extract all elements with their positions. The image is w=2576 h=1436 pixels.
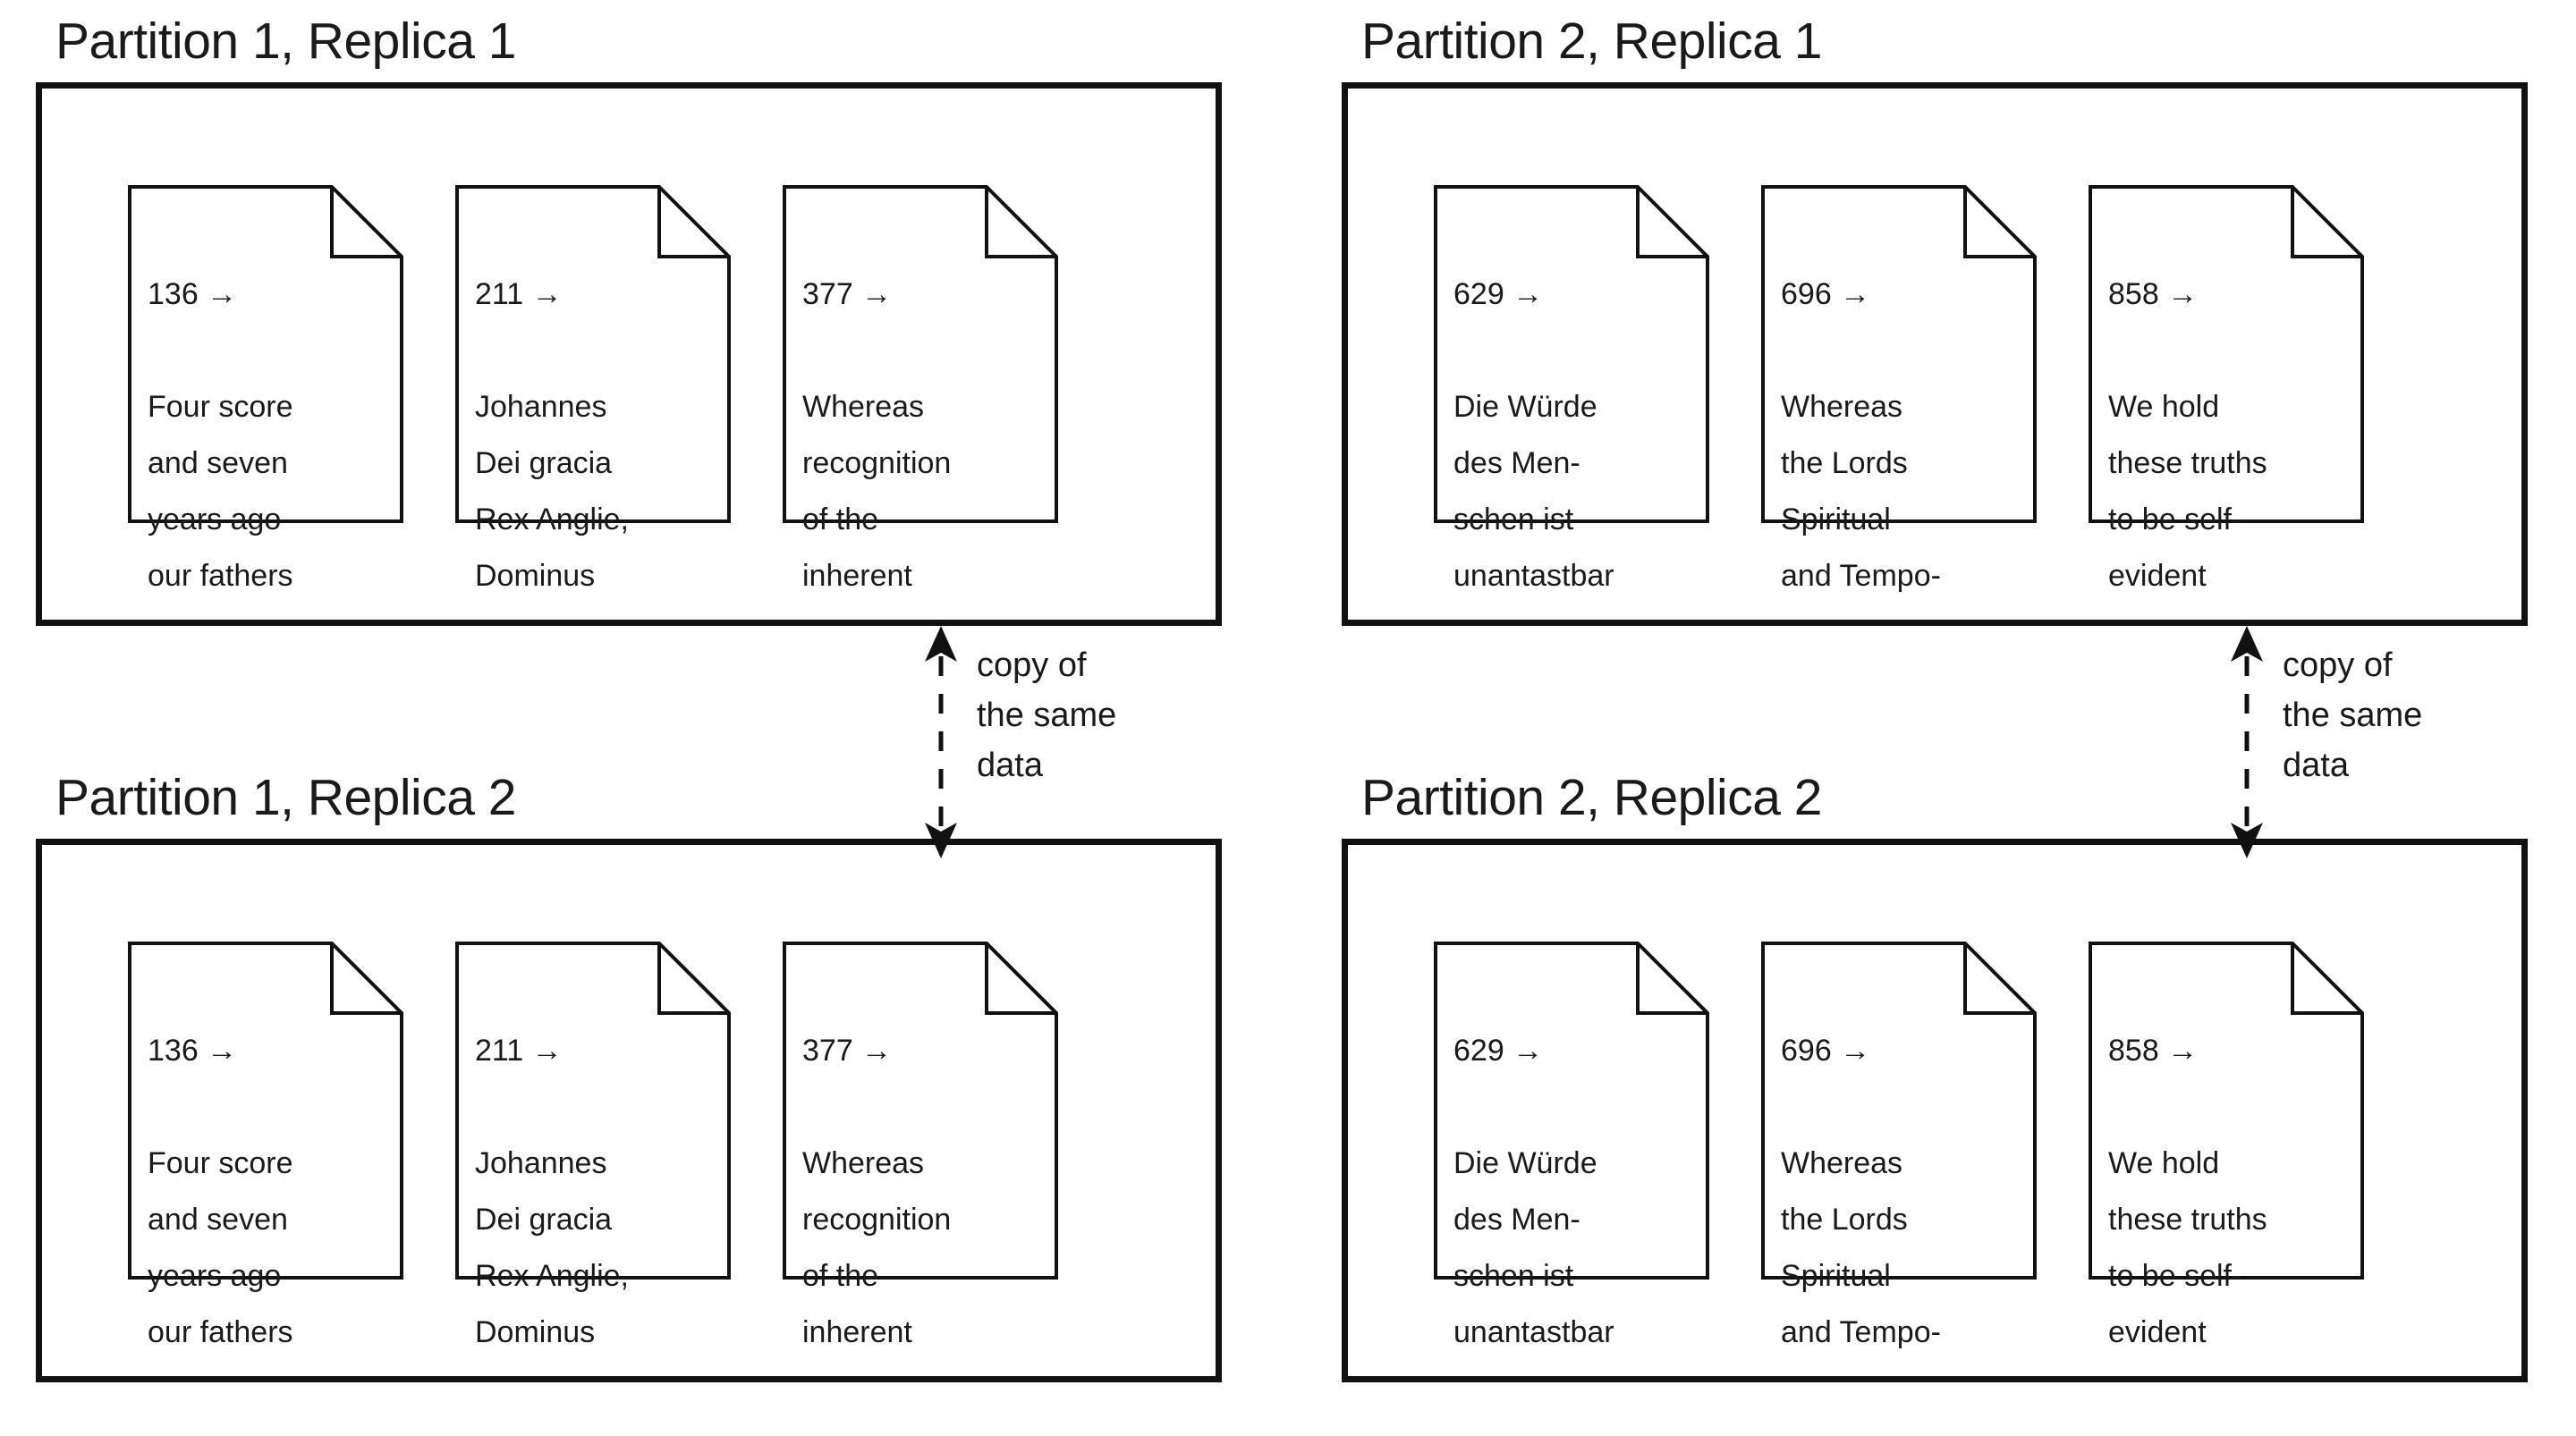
document-text: 858 → We hold these truths to be self- e… (2108, 210, 2357, 661)
document-text: 629 → Die Würde des Men- schen ist unant… (1453, 210, 1702, 661)
document-page-icon (2089, 185, 2364, 523)
document-body: We hold these truths to be self- evident (2108, 1146, 2267, 1349)
document-text: 696 → Whereas the Lords Spiritual and Te… (1781, 210, 2029, 661)
document-list: 629 → Die Würde des Men- schen ist unant… (1348, 845, 2521, 1376)
partition-title: Partition 2, Replica 1 (1361, 12, 1822, 70)
document-text: 377 → Whereas recognition of the inheren… (802, 210, 1051, 661)
replication-label: copy of the same data (977, 646, 1117, 784)
document-card[interactable]: 211 → Johannes Dei gracia Rex Anglie, Do… (455, 185, 731, 593)
replication-label: copy of the same data (2283, 646, 2423, 784)
document-page-icon (783, 185, 1058, 523)
document-page-icon (455, 185, 731, 523)
document-page-icon (1434, 185, 1709, 523)
document-text: 211 → Johannes Dei gracia Rex Anglie, Do… (475, 967, 724, 1417)
document-text: 211 → Johannes Dei gracia Rex Anglie, Do… (475, 210, 724, 661)
document-text: 377 → Whereas recognition of the inheren… (802, 967, 1051, 1417)
document-text: 696 → Whereas the Lords Spiritual and Te… (1781, 967, 2029, 1417)
document-page-icon (1434, 942, 1709, 1280)
document-key: 858 → (2108, 277, 2199, 311)
document-body: We hold these truths to be self- evident (2108, 390, 2267, 593)
partition-title: Partition 1, Replica 2 (55, 768, 516, 826)
document-card[interactable]: 211 → Johannes Dei gracia Rex Anglie, Do… (455, 942, 731, 1349)
document-card[interactable]: 629 → Die Würde des Men- schen ist unant… (1434, 942, 1709, 1349)
document-key: 211 → (475, 1034, 563, 1068)
document-page-icon (783, 942, 1058, 1280)
document-body: Four score and seven years ago our fathe… (148, 390, 293, 593)
document-body: Four score and seven years ago our fathe… (148, 1146, 293, 1349)
document-body: Whereas recognition of the inherent (802, 390, 952, 593)
partition-group-2-replica-1: Partition 2, Replica 1 629 → Die Würde d… (1342, 0, 2576, 680)
document-body: Whereas the Lords Spiritual and Tempo- (1781, 390, 1941, 593)
document-page-icon (128, 185, 403, 523)
document-card[interactable]: 377 → Whereas recognition of the inheren… (783, 942, 1058, 1349)
document-key: 629 → (1453, 277, 1544, 311)
document-key: 377 → (802, 277, 893, 311)
document-key: 211 → (475, 277, 563, 311)
document-card[interactable]: 136 → Four score and seven years ago our… (128, 185, 403, 593)
document-list: 629 → Die Würde des Men- schen ist unant… (1348, 89, 2521, 620)
document-body: Die Würde des Men- schen ist unantastbar (1453, 1146, 1614, 1349)
document-text: 136 → Four score and seven years ago our… (148, 210, 396, 661)
partition-box: 136 → Four score and seven years ago our… (36, 82, 1222, 626)
document-key: 858 → (2108, 1034, 2199, 1068)
partition-group-2-replica-2: Partition 2, Replica 2 629 → Die Würde d… (1342, 756, 2576, 1436)
document-card[interactable]: 858 → We hold these truths to be self- e… (2089, 942, 2364, 1349)
partition-group-1-replica-1: Partition 1, Replica 1 136 → Four score … (36, 0, 1279, 680)
document-body: Whereas recognition of the inherent (802, 1146, 952, 1349)
document-card[interactable]: 696 → Whereas the Lords Spiritual and Te… (1761, 942, 2037, 1349)
document-body: Die Würde des Men- schen ist unantastbar (1453, 390, 1614, 593)
document-list: 136 → Four score and seven years ago our… (42, 89, 1216, 620)
document-card[interactable]: 696 → Whereas the Lords Spiritual and Te… (1761, 185, 2037, 593)
replication-link-partition-1: copy of the same data (921, 626, 1297, 885)
document-page-icon (128, 942, 403, 1280)
document-body: Johannes Dei gracia Rex Anglie, Dominus (475, 390, 629, 593)
partition-group-1-replica-2: Partition 1, Replica 2 136 → Four score … (36, 756, 1279, 1436)
document-key: 136 → (148, 277, 238, 311)
document-card[interactable]: 858 → We hold these truths to be self- e… (2089, 185, 2364, 593)
document-page-icon (1761, 942, 2037, 1280)
document-text: 629 → Die Würde des Men- schen ist unant… (1453, 967, 1702, 1417)
document-key: 696 → (1781, 277, 1871, 311)
replication-double-arrow-icon (925, 626, 957, 858)
document-card[interactable]: 629 → Die Würde des Men- schen ist unant… (1434, 185, 1709, 593)
document-body: Whereas the Lords Spiritual and Tempo- (1781, 1146, 1941, 1349)
document-page-icon (1761, 185, 2037, 523)
partition-box: 136 → Four score and seven years ago our… (36, 839, 1222, 1382)
document-key: 696 → (1781, 1034, 1871, 1068)
partition-box: 629 → Die Würde des Men- schen ist unant… (1342, 839, 2528, 1382)
partition-box: 629 → Die Würde des Men- schen ist unant… (1342, 82, 2528, 626)
document-text: 136 → Four score and seven years ago our… (148, 967, 396, 1417)
document-body: Johannes Dei gracia Rex Anglie, Dominus (475, 1146, 629, 1349)
partition-title: Partition 1, Replica 1 (55, 12, 516, 70)
document-text: 858 → We hold these truths to be self- e… (2108, 967, 2357, 1417)
document-key: 377 → (802, 1034, 893, 1068)
document-list: 136 → Four score and seven years ago our… (42, 845, 1216, 1376)
partition-title: Partition 2, Replica 2 (1361, 768, 1822, 826)
replication-link-partition-2: copy of the same data (2227, 626, 2576, 885)
document-card[interactable]: 377 → Whereas recognition of the inheren… (783, 185, 1058, 593)
document-page-icon (2089, 942, 2364, 1280)
document-key: 629 → (1453, 1034, 1544, 1068)
document-page-icon (455, 942, 731, 1280)
document-key: 136 → (148, 1034, 238, 1068)
replication-double-arrow-icon (2231, 626, 2263, 858)
document-card[interactable]: 136 → Four score and seven years ago our… (128, 942, 403, 1349)
